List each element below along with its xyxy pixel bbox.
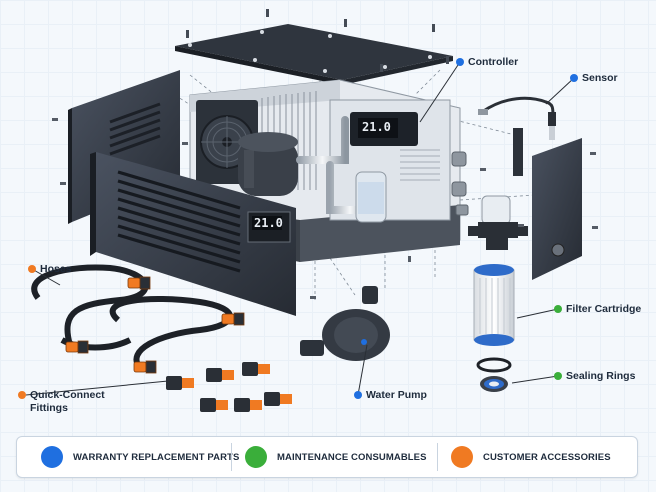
side-port-fittings bbox=[451, 151, 469, 216]
legend-dot-accessories bbox=[451, 446, 473, 468]
legend-label-accessories: CUSTOMER ACCESSORIES bbox=[483, 451, 611, 463]
callout-dots bbox=[18, 58, 578, 399]
legend-label-consumables: MAINTENANCE CONSUMABLES bbox=[277, 451, 427, 463]
label-hoses: Hoses bbox=[40, 263, 72, 275]
legend-item-warranty: WARRANTY REPLACEMENT PARTS bbox=[41, 437, 239, 477]
legend-bar: WARRANTY REPLACEMENT PARTS MAINTENANCE C… bbox=[16, 436, 638, 478]
front-panel bbox=[90, 152, 296, 316]
label-sealing-rings: Sealing Rings bbox=[566, 370, 636, 382]
label-quick-connect-line2: Fittings bbox=[30, 402, 68, 414]
legend-label-warranty: WARRANTY REPLACEMENT PARTS bbox=[73, 451, 240, 463]
water-pump-part bbox=[300, 286, 390, 361]
top-lid bbox=[175, 24, 453, 85]
label-quick-connect-line1: Quick-Connect bbox=[30, 389, 105, 401]
lid-screws bbox=[186, 9, 449, 72]
mounting-bracket bbox=[513, 128, 523, 176]
filter-housing bbox=[468, 195, 528, 250]
legend-dot-consumables bbox=[245, 446, 267, 468]
legend-dot-warranty bbox=[41, 446, 63, 468]
label-sensor: Sensor bbox=[582, 72, 618, 84]
label-filter-cartridge: Filter Cartridge bbox=[566, 303, 642, 315]
hose-end-fittings bbox=[65, 276, 245, 374]
sealing-rings bbox=[476, 357, 512, 392]
label-water-pump: Water Pump bbox=[366, 389, 427, 401]
legend-item-consumables: MAINTENANCE CONSUMABLES bbox=[245, 437, 427, 477]
controller-unit bbox=[350, 112, 418, 146]
loose-screws bbox=[52, 118, 598, 299]
front-display-readout: 21.0 bbox=[254, 216, 283, 230]
quick-connect-parts bbox=[166, 362, 292, 412]
legend-item-accessories: CUSTOMER ACCESSORIES bbox=[451, 437, 611, 477]
right-side-panel bbox=[532, 138, 582, 280]
inner-display-readout: 21.0 bbox=[362, 120, 391, 134]
sensor-probe bbox=[478, 96, 556, 140]
reservoir bbox=[355, 171, 387, 223]
legend-divider bbox=[231, 443, 232, 471]
filter-cartridge bbox=[473, 264, 515, 346]
legend-divider bbox=[437, 443, 438, 471]
label-controller: Controller bbox=[468, 56, 519, 68]
callout-leaders bbox=[25, 61, 575, 396]
compressor bbox=[238, 132, 298, 196]
